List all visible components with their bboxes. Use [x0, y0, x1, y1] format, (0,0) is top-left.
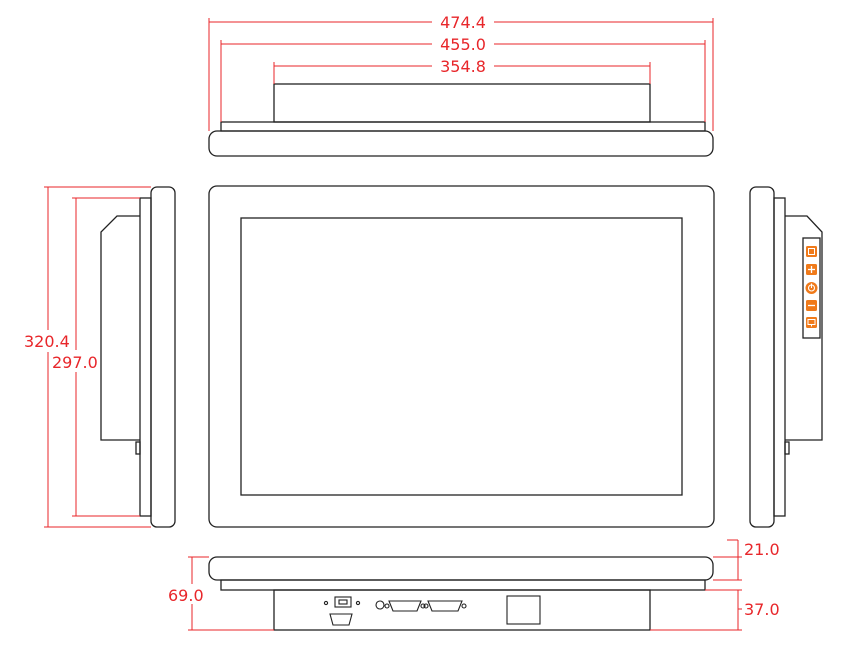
power-button-icon — [805, 282, 818, 294]
right-side-port — [784, 441, 790, 455]
usb-port — [334, 596, 352, 608]
top-view-front-frame — [208, 130, 714, 157]
dvi-screw — [461, 603, 467, 609]
minus-button-icon — [806, 300, 817, 311]
display-screen — [240, 217, 683, 496]
bottom-rear-body — [273, 589, 651, 631]
usb-port-inner — [338, 599, 348, 605]
vga-screw — [420, 603, 426, 609]
io-ports — [323, 595, 541, 626]
top-view — [208, 83, 714, 157]
dvi-screw — [423, 603, 429, 609]
front-view — [208, 185, 715, 528]
audio-jack — [375, 600, 385, 610]
led-indicator — [355, 600, 361, 606]
left-side-body — [100, 215, 140, 441]
vga-port — [388, 600, 422, 612]
right-side-body — [785, 215, 823, 441]
front-frame — [208, 185, 715, 528]
top-view-bezel-step — [220, 121, 706, 132]
top-dimensions — [208, 18, 714, 131]
bottom-view — [208, 556, 714, 631]
serial-port — [329, 613, 353, 626]
display-button-icon — [806, 317, 817, 328]
bottom-dimensions — [188, 539, 742, 631]
right-side-view — [749, 186, 823, 528]
dim-front-depth: 21.0 — [744, 540, 780, 559]
dim-total-depth: 69.0 — [168, 586, 204, 605]
right-side-frame — [749, 186, 775, 528]
power-connector — [506, 595, 541, 625]
dim-bezel-width: 455.0 — [440, 35, 486, 54]
osd-buttons — [805, 246, 818, 328]
dim-bezel-height: 297.0 — [52, 353, 98, 372]
led-indicator — [323, 600, 329, 606]
dim-rear-depth: 37.0 — [744, 600, 780, 619]
bottom-front-frame — [208, 556, 714, 581]
top-view-rear-body — [273, 83, 651, 123]
left-side-port — [135, 441, 141, 455]
left-dimensions — [44, 186, 151, 528]
dim-body-width: 354.8 — [440, 57, 486, 76]
button-panel — [802, 237, 821, 339]
plus-button-icon — [806, 264, 817, 275]
left-side-frame — [150, 186, 176, 528]
vga-screw — [384, 603, 390, 609]
menu-button-icon — [806, 246, 817, 257]
left-side-view — [100, 186, 176, 528]
right-side-step — [773, 197, 786, 517]
dim-overall-height: 320.4 — [24, 332, 70, 351]
left-side-step — [139, 197, 152, 517]
dvi-port — [427, 600, 463, 612]
bottom-bezel-step — [220, 579, 706, 591]
dim-overall-width: 474.4 — [440, 13, 486, 32]
